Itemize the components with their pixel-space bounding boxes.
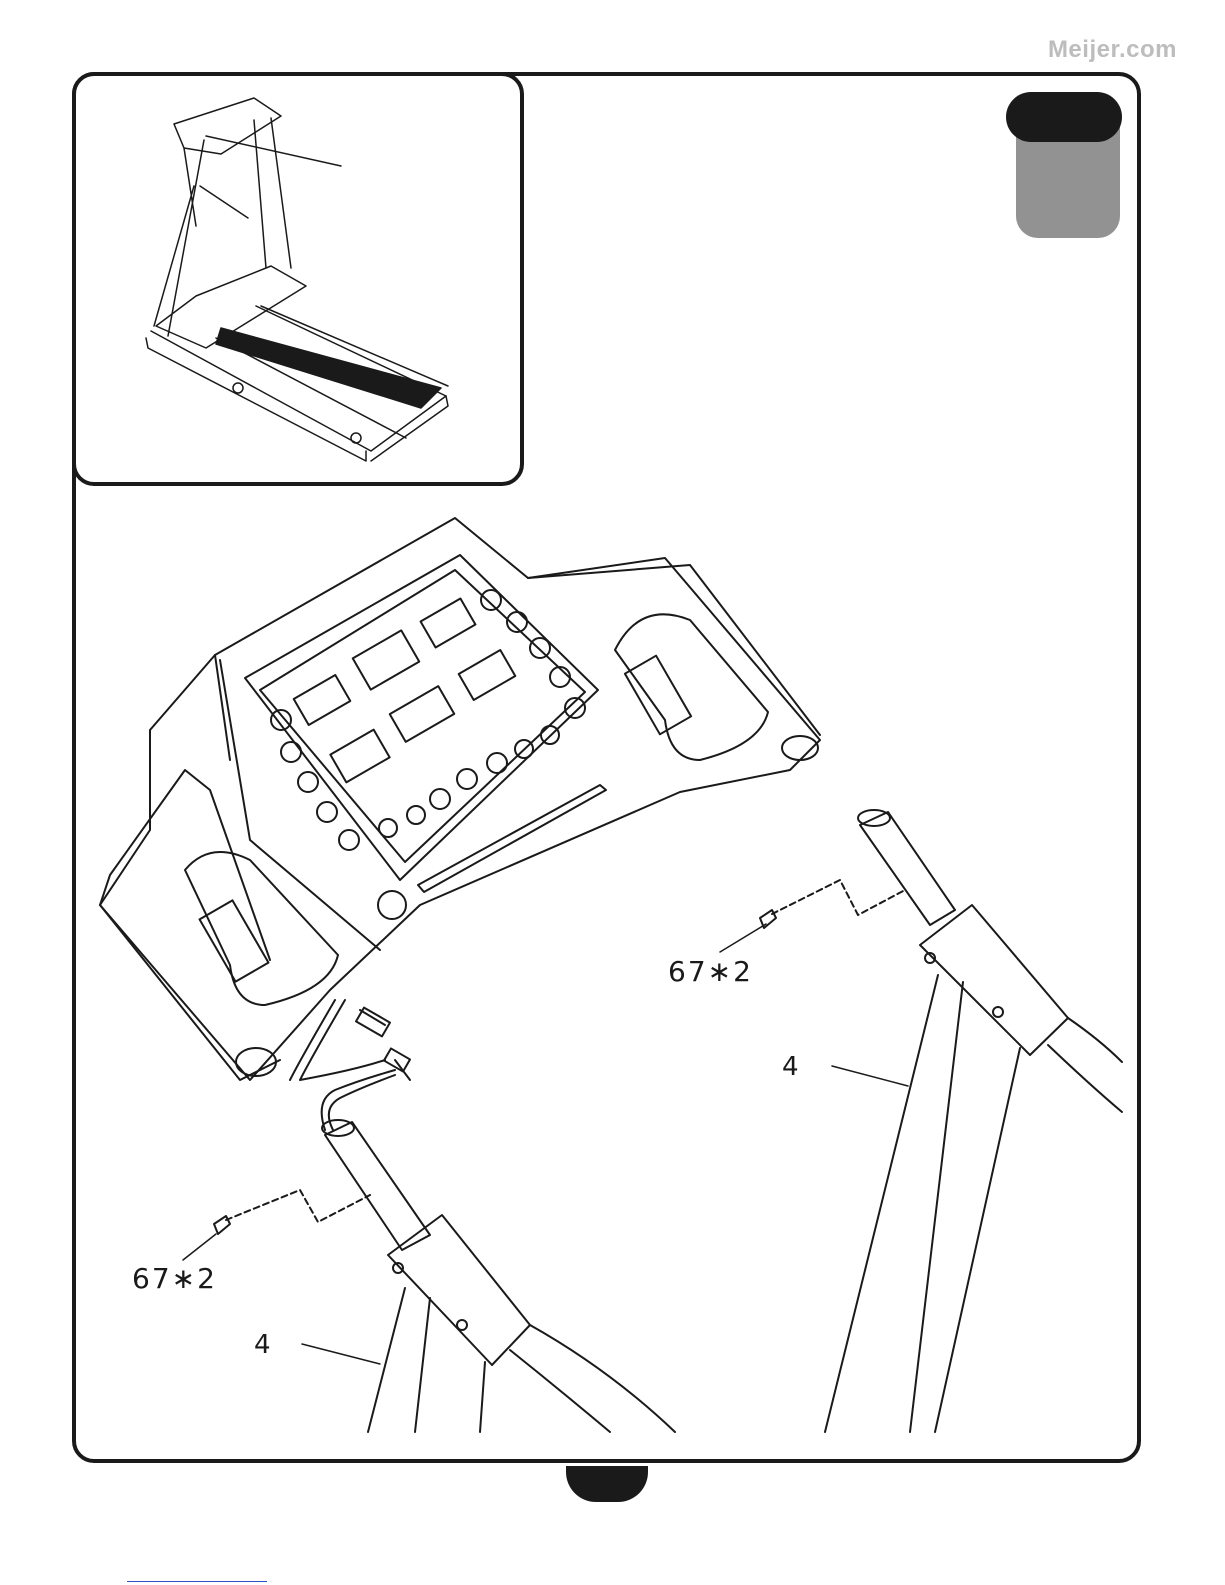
console-drawing [100, 518, 820, 1130]
left-upright-drawing [214, 1120, 675, 1432]
footer-link-underline [127, 1581, 267, 1582]
right-upright-drawing [760, 810, 1122, 1432]
treadmill-overview-drawing [76, 76, 520, 482]
overview-inset [72, 72, 524, 486]
right-upright-callout: 4 [782, 1052, 801, 1082]
lower-screw-callout: 67∗2 [132, 1262, 217, 1295]
left-upright-callout: 4 [254, 1330, 273, 1360]
leader-lines [183, 924, 908, 1364]
upper-screw-callout: 67∗2 [668, 955, 753, 988]
